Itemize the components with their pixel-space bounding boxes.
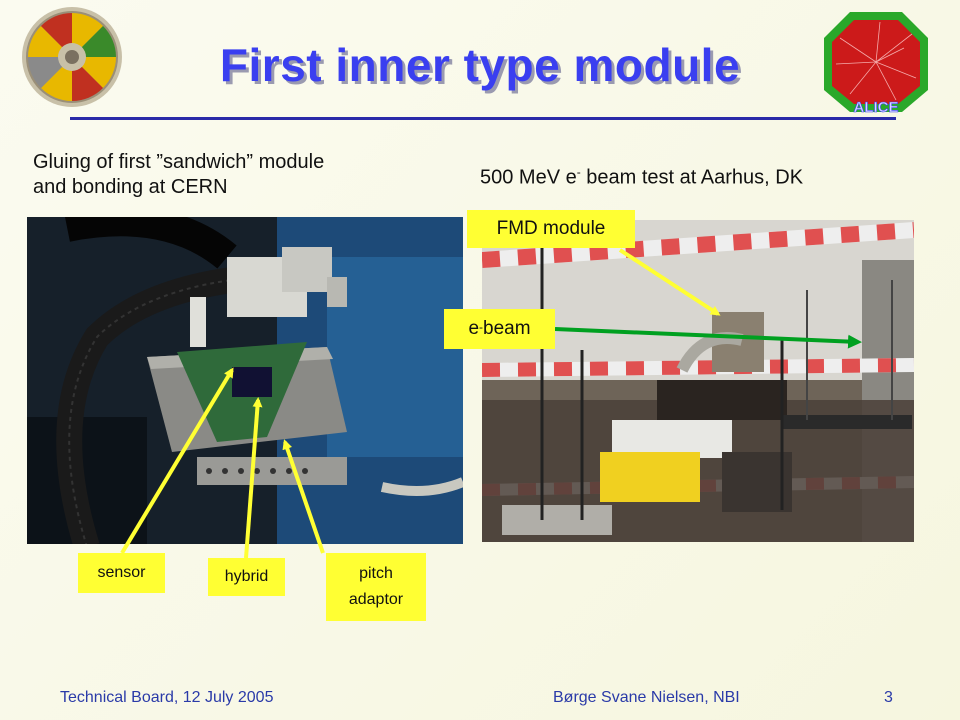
page-number: 3	[884, 689, 893, 706]
right-caption-sup: -	[576, 165, 581, 179]
beam-label-post: beam	[483, 318, 531, 339]
footer-author: Børge Svane Nielsen, NBI	[553, 689, 740, 706]
left-caption-line1: Gluing of first ”sandwich” module	[33, 151, 325, 173]
beam-label-pre: e	[468, 318, 480, 339]
pitch-label-line2: adaptor	[348, 591, 404, 608]
alice-logo: ALICE	[824, 12, 928, 116]
beam-test-photo	[482, 220, 914, 542]
beam-label-sup: -	[479, 320, 484, 334]
title-divider	[70, 117, 896, 120]
left-caption: Gluing of first ”sandwich” module and bo…	[33, 150, 453, 200]
sensor-label: sensor	[78, 553, 165, 593]
electron-beam-label: e- beam	[444, 309, 555, 349]
pitch-adaptor-label: pitch adaptor	[326, 553, 426, 621]
left-caption-line2: and bonding at CERN	[33, 176, 228, 198]
module-bonding-photo	[27, 217, 463, 544]
slide-title: First inner type module	[219, 39, 741, 91]
fmd-module-label: FMD module	[467, 210, 635, 248]
right-caption: 500 MeV e- beam test at Aarhus, DK	[480, 160, 920, 191]
right-caption-pre: 500 MeV e	[480, 166, 577, 189]
alice-logo-text: ALICE	[854, 99, 899, 116]
pitch-label-line1: pitch	[359, 565, 393, 582]
footer-event: Technical Board, 12 July 2005	[60, 689, 274, 706]
fmd-wheel-logo	[22, 7, 122, 107]
right-caption-post: beam test at Aarhus, DK	[580, 166, 804, 189]
hybrid-label: hybrid	[208, 558, 285, 596]
